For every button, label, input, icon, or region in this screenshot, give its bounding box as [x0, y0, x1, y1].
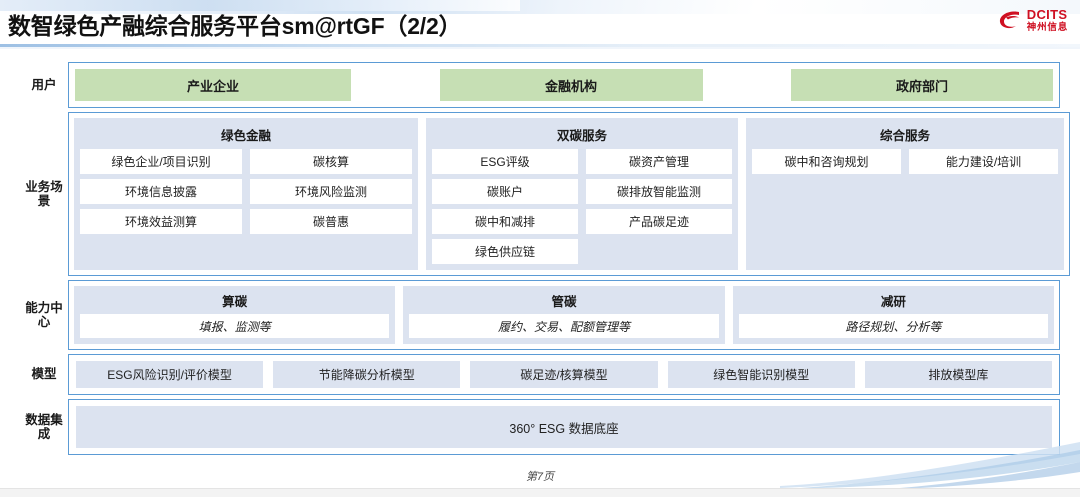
scenario-cell[interactable]: 碳账户 [432, 179, 578, 204]
scenario-cell[interactable]: 碳普惠 [250, 209, 412, 234]
title-divider-secondary [0, 47, 1080, 49]
capability-group-calc-carbon: 算碳 填报、监测等 [74, 286, 396, 344]
capability-title: 算碳 [222, 295, 248, 309]
scenario-cell[interactable]: 环境效益测算 [80, 209, 242, 234]
capability-title: 管碳 [551, 295, 577, 309]
model-cell[interactable]: ESG风险识别/评价模型 [76, 361, 264, 388]
logo-wordmark: DCITS 神州信息 [1027, 8, 1068, 33]
page-number: 第7页 [525, 471, 555, 483]
group-title-green-finance: 绿色金融 [220, 129, 271, 143]
scenario-group-green-finance: 绿色金融 绿色企业/项目识别 碳核算 环境信息披露 环境风险监测 环境效益测算 … [74, 118, 418, 270]
scenario-cell[interactable]: 碳资产管理 [586, 149, 732, 174]
capability-group-reduce-research: 减研 路径规划、分析等 [732, 286, 1054, 344]
model-cell[interactable]: 排放模型库 [864, 361, 1053, 388]
group-items-green-finance: 绿色企业/项目识别 碳核算 环境信息披露 环境风险监测 环境效益测算 碳普惠 [80, 149, 412, 264]
bottom-strip [0, 488, 1080, 497]
group-items-dual-carbon: ESG评级 碳资产管理 碳账户 碳排放智能监测 碳中和减排 产品碳足迹 绿色供应… [432, 149, 732, 264]
scenario-cell[interactable]: ESG评级 [432, 149, 578, 174]
scenario-group-comprehensive: 综合服务 碳中和咨询规划 能力建设/培训 [746, 118, 1064, 270]
capability-group-manage-carbon: 管碳 履约、交易、配额管理等 [403, 286, 725, 344]
scenario-row-body: 绿色金融 绿色企业/项目识别 碳核算 环境信息披露 环境风险监测 环境效益测算 … [68, 112, 1070, 276]
group-title-comprehensive: 综合服务 [879, 129, 930, 143]
model-cell[interactable]: 绿色智能识别模型 [667, 361, 855, 388]
architecture-grid: 用户 产业企业 金融机构 政府部门 业务场景 绿色金融 绿色企业/项目识别 碳核… [20, 62, 1070, 459]
row-capability-center: 能力中心 算碳 填报、监测等 管碳 履约、交易、配额管理等 减研 路径规划、分析… [20, 280, 1060, 350]
capability-desc[interactable]: 路径规划、分析等 [738, 314, 1048, 338]
page-title: 数智绿色产融综合服务平台sm@rtGF（2/2） [8, 13, 462, 39]
user-box-government[interactable]: 政府部门 [791, 69, 1053, 101]
row-users: 用户 产业企业 金融机构 政府部门 [20, 62, 1060, 108]
logo-en-text: DCITS [1026, 7, 1068, 22]
scenario-cell[interactable]: 环境风险监测 [250, 179, 412, 204]
capability-desc[interactable]: 填报、监测等 [80, 314, 390, 338]
row-label-capability-center: 能力中心 [25, 300, 63, 329]
scenario-cell[interactable]: 产品碳足迹 [586, 209, 732, 234]
scenario-cell[interactable]: 碳中和减排 [432, 209, 578, 234]
row-business-scenario: 业务场景 绿色金融 绿色企业/项目识别 碳核算 环境信息披露 环境风险监测 环境… [20, 112, 1070, 276]
row-label-users: 用户 [31, 77, 57, 92]
data-row-body: 360° ESG 数据底座 [68, 399, 1060, 455]
dcits-swirl-icon [997, 9, 1023, 31]
scenario-cell[interactable]: 绿色企业/项目识别 [80, 149, 242, 174]
capability-row-body: 算碳 填报、监测等 管碳 履约、交易、配额管理等 减研 路径规划、分析等 [68, 280, 1060, 350]
user-box-industry[interactable]: 产业企业 [75, 69, 351, 101]
capability-desc[interactable]: 履约、交易、配额管理等 [409, 314, 719, 338]
capability-title: 减研 [880, 295, 906, 309]
model-cell[interactable]: 节能降碳分析模型 [273, 361, 461, 388]
row-label-model: 模型 [31, 367, 57, 382]
model-row-body: ESG风险识别/评价模型 节能降碳分析模型 碳足迹/核算模型 绿色智能识别模型 … [68, 354, 1060, 395]
model-cell[interactable]: 碳足迹/核算模型 [470, 361, 658, 388]
title-divider [0, 44, 1080, 47]
data-platform-cell[interactable]: 360° ESG 数据底座 [76, 406, 1052, 448]
row-model: 模型 ESG风险识别/评价模型 节能降碳分析模型 碳足迹/核算模型 绿色智能识别… [20, 354, 1060, 395]
scenario-cell[interactable]: 碳中和咨询规划 [752, 149, 901, 174]
group-items-comprehensive: 碳中和咨询规划 能力建设/培训 [752, 149, 1058, 264]
users-row-body: 产业企业 金融机构 政府部门 [68, 62, 1060, 108]
user-box-financial[interactable]: 金融机构 [439, 69, 703, 101]
scenario-cell[interactable]: 能力建设/培训 [909, 149, 1058, 174]
scenario-cell[interactable]: 碳核算 [250, 149, 412, 174]
top-decoration-band-accent [0, 0, 520, 11]
scenario-cell[interactable]: 碳排放智能监测 [586, 179, 732, 204]
logo-cn-text: 神州信息 [1026, 22, 1068, 33]
scenario-cell[interactable]: 环境信息披露 [80, 179, 242, 204]
row-label-data-integration: 数据集成 [25, 412, 63, 441]
corner-swoosh-decoration [780, 442, 1080, 488]
row-label-business-scenario: 业务场景 [25, 179, 63, 208]
row-data-integration: 数据集成 360° ESG 数据底座 [20, 399, 1060, 455]
scenario-cell[interactable]: 绿色供应链 [432, 239, 578, 264]
brand-logo: DCITS 神州信息 [997, 8, 1068, 33]
scenario-group-dual-carbon: 双碳服务 ESG评级 碳资产管理 碳账户 碳排放智能监测 碳中和减排 产品碳足迹… [426, 118, 738, 270]
group-title-dual-carbon: 双碳服务 [556, 129, 607, 143]
